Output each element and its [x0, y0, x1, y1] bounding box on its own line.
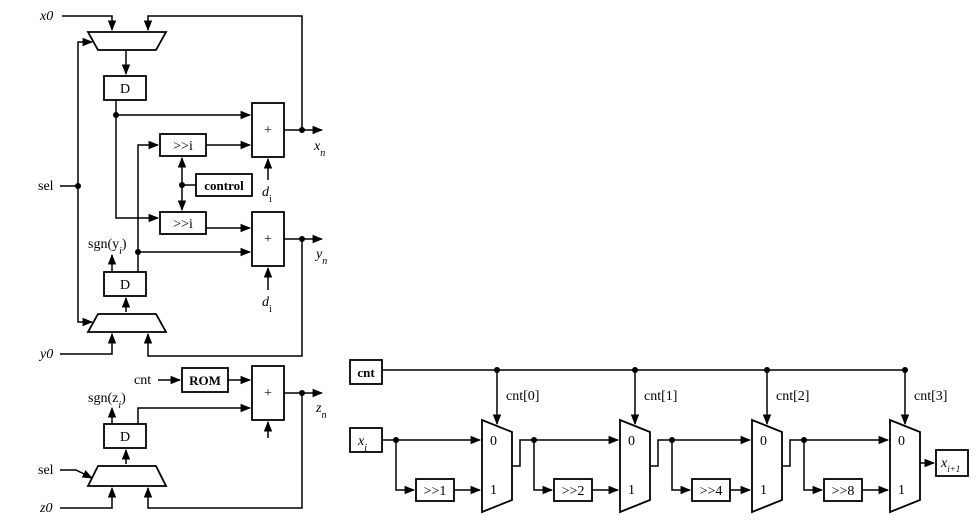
shifter-sel-junction-1 — [632, 367, 638, 373]
shifter-mux-in1-label: 1 — [490, 483, 497, 498]
shifter-mux-in1-label: 1 — [628, 483, 635, 498]
cordic-datapath: x0 D >>i + xn di control >>i — [38, 9, 327, 516]
y0-wire — [60, 332, 117, 355]
shifter-shift-label-3: >>8 — [832, 484, 855, 499]
shifter-sel-junction-3 — [902, 367, 908, 373]
sel-to-zmux-wire — [60, 469, 93, 479]
control-box — [195, 173, 253, 197]
x-adder-label: + — [264, 123, 272, 138]
shifter-sel-junction-2 — [764, 367, 770, 373]
shift-x-label: >>i — [173, 139, 193, 154]
shifter-sel-label-0: cnt[0] — [506, 389, 539, 404]
z-feedback-wire — [143, 393, 303, 509]
sel-to-ymux-wire — [77, 186, 94, 327]
shifter-shift-label-1: >>2 — [562, 484, 585, 499]
shifter-sel-label-2: cnt[2] — [776, 389, 809, 404]
shifter-mux-in0-label: 0 — [898, 434, 905, 449]
sel-to-xmux-wire — [77, 37, 94, 186]
y-to-adder-wire — [137, 247, 252, 272]
x0-wire — [62, 15, 117, 32]
rom-label: ROM — [189, 373, 221, 388]
x-to-shift-y-wire — [115, 115, 160, 223]
y-to-shift-x-wire — [137, 140, 160, 252]
cnt-left-label: cnt — [134, 373, 151, 388]
xi-label: xi — [357, 434, 367, 454]
y0-label: y0 — [38, 347, 53, 362]
x-mux — [86, 31, 168, 51]
z0-label: z0 — [39, 501, 52, 516]
z-adder — [251, 365, 285, 421]
shifter-mux-in1-label: 1 — [760, 483, 767, 498]
x-di-label: di — [262, 185, 272, 205]
z-delay-label: D — [120, 430, 130, 445]
shifter-mux-2 — [751, 418, 783, 514]
shifter-mux-in0-label: 0 — [628, 434, 635, 449]
shifter-sel-junction-0 — [494, 367, 500, 373]
shift-y-label: >>i — [173, 217, 193, 232]
control-label: control — [204, 178, 244, 193]
x-feedback-wire — [143, 15, 303, 130]
shift-y-box — [159, 211, 207, 235]
sgn-y-label: sgn(yi) — [88, 237, 127, 257]
rom-box — [181, 367, 229, 393]
x-delay-label: D — [120, 82, 130, 97]
cnt-box — [349, 359, 383, 385]
xn-label: xn — [313, 139, 325, 159]
x-delay-register — [103, 75, 147, 101]
y-mux — [86, 313, 168, 333]
x0-label: x0 — [39, 9, 53, 24]
shifter-mux-in1-label: 1 — [898, 483, 905, 498]
y-feedback-wire — [143, 239, 303, 357]
z-mux — [86, 465, 168, 487]
shifter-stage-out-wire-1 — [650, 435, 752, 467]
y-delay-register — [103, 271, 147, 297]
xi-box — [349, 427, 383, 453]
shifter-shift-label-2: >>4 — [700, 484, 723, 499]
shifter-sel-label-1: cnt[1] — [644, 389, 677, 404]
shifter-mux-in0-label: 0 — [760, 434, 767, 449]
x-to-adder-wire — [115, 100, 252, 120]
xout-box — [935, 449, 969, 477]
cnt-box-label: cnt — [357, 365, 375, 380]
shifter-branch-wire-2 — [671, 440, 692, 495]
shifter-stage-out-wire-0 — [512, 435, 620, 467]
shifter-mux-1 — [619, 418, 651, 514]
shifter-sel-label-3: cnt[3] — [914, 389, 947, 404]
shifter-mux-in0-label: 0 — [490, 434, 497, 449]
y-delay-label: D — [120, 278, 130, 293]
y-adder-label: + — [264, 232, 272, 247]
xout-label: xi+1 — [940, 456, 960, 474]
shifter-branch-wire-3 — [803, 440, 824, 495]
sgn-z-label: sgn(zi) — [88, 391, 126, 411]
barrel-shifter: cnt xi 0 1 cnt[0] >>1 0 1 cnt[1] >>2 0 1 cnt[2] >>4… — [349, 359, 969, 514]
sel2-label: sel — [38, 463, 54, 478]
z-delay-register — [103, 423, 147, 449]
shifter-mux-3 — [889, 418, 921, 514]
shifter-mux-0 — [481, 418, 513, 514]
y-di-label: di — [262, 295, 272, 315]
shifter-shift-label-0: >>1 — [424, 484, 447, 499]
shifter-branch-wire-0 — [395, 440, 416, 495]
x-output-junction — [299, 127, 305, 133]
z-to-adder-wire — [137, 403, 252, 424]
z0-wire — [60, 486, 117, 509]
yn-label: yn — [314, 247, 327, 267]
shifter-branch-wire-1 — [533, 440, 554, 495]
shifter-stage-out-wire-2 — [782, 435, 890, 467]
x-adder — [251, 102, 285, 158]
sel-label: sel — [38, 179, 54, 194]
z-adder-label: + — [264, 386, 272, 401]
zn-label: zn — [315, 401, 326, 421]
